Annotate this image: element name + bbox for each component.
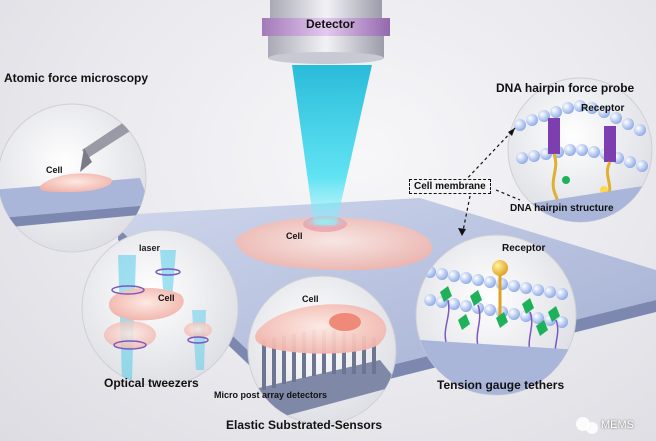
laser-label: laser [139, 243, 161, 253]
afm-cell-label: Cell [46, 165, 63, 175]
tension-gauge-title: Tension gauge tethers [437, 378, 565, 392]
dna-hairpin-inset [507, 77, 653, 223]
afm-title: Atomic force microscopy [4, 71, 149, 85]
optical-tweezers-label: Optical tweezers [104, 376, 199, 390]
ot-cell-label: Cell [158, 293, 175, 303]
micro-post-label: Micro post array detectors [214, 390, 328, 400]
watermark-icon [576, 417, 598, 434]
connector-lines [459, 127, 521, 237]
elastic-substrate-inset [247, 275, 397, 425]
detector-shape [262, 0, 390, 64]
detector-label: Detector [306, 17, 355, 31]
elastic-cell-label: Cell [302, 294, 319, 304]
watermark-text: MEMS [601, 419, 634, 431]
cell-membrane-label: Cell membrane [409, 179, 491, 194]
connector-arrowheads [458, 128, 515, 236]
tgt-receptor-label: Receptor [502, 243, 546, 254]
optical-tweezers-inset [81, 229, 239, 387]
dna-receptor-label: Receptor [581, 103, 625, 114]
afm-inset [0, 103, 147, 253]
tension-gauge-inset [415, 234, 577, 396]
elastic-substrate-title: Elastic Substrated-Sensors [226, 418, 383, 432]
dna-hairpin-title: DNA hairpin force probe [496, 81, 635, 95]
center-cell-label: Cell [286, 231, 303, 241]
dna-hairpin-structure-label: DNA hairpin structure [510, 203, 614, 214]
light-beam [292, 65, 372, 228]
